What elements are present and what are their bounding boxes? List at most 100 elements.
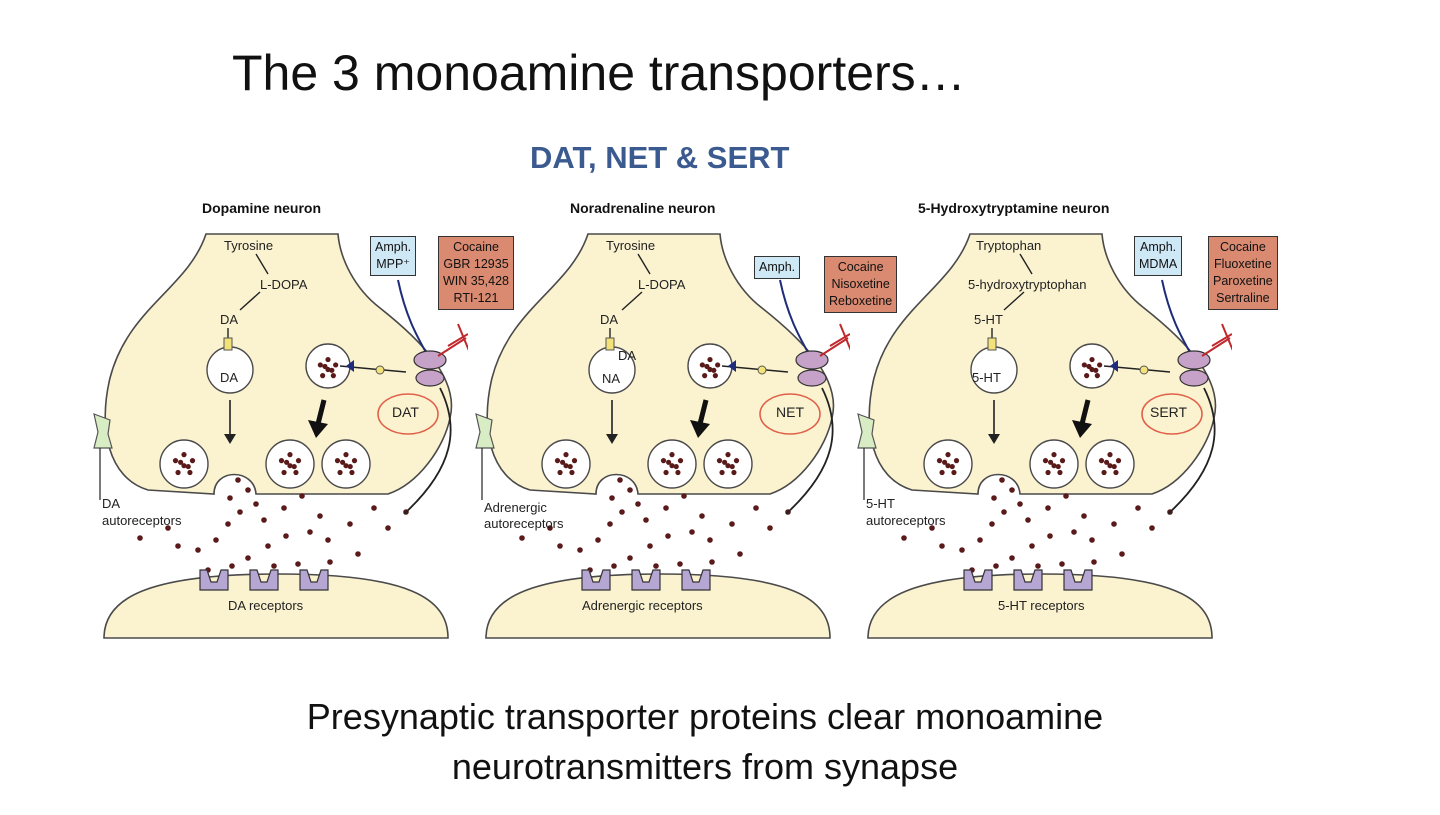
released-transmitter-dot <box>213 537 219 543</box>
transmitter-dot <box>293 469 299 476</box>
transmitter-dot <box>1051 463 1057 469</box>
released-transmitter-dot <box>1009 555 1015 561</box>
released-transmitter-dot <box>929 525 935 531</box>
inhibitor-4: RTI-121 <box>453 291 499 305</box>
synthesis-arrow <box>621 291 643 311</box>
postsynaptic-receptor <box>299 569 329 591</box>
slide-caption: Presynaptic transporter proteins clear m… <box>0 692 1410 792</box>
transmitter-dot <box>563 463 569 469</box>
released-transmitter-dot <box>577 547 583 553</box>
transmitter-dot <box>953 458 960 464</box>
released-transmitter-dot <box>237 509 243 515</box>
transmitter-dot <box>704 363 710 370</box>
transmitter-dot <box>707 356 713 363</box>
released-transmitter-dot <box>299 493 305 499</box>
released-transmitter-dot <box>1071 529 1077 535</box>
released-transmitter-dot <box>647 543 653 549</box>
intermediate-label: L-DOPA <box>638 277 686 292</box>
transmitter-dot <box>669 452 675 458</box>
transmitter-dot <box>1107 463 1113 469</box>
inhibition-arrow <box>819 337 849 357</box>
released-transmitter-dot <box>519 535 525 541</box>
transmitter-dot <box>945 452 951 458</box>
receptors-label: DA receptors <box>228 598 304 613</box>
released-transmitter-dot <box>1135 505 1141 511</box>
released-transmitter-dot <box>1081 513 1087 519</box>
released-transmitter-dot <box>175 543 181 549</box>
transmitter-dot <box>320 373 326 379</box>
released-transmitter-dot <box>959 547 965 553</box>
transporter-highlight <box>759 393 821 435</box>
released-transmitter-dot <box>1091 559 1097 565</box>
released-transmitter-dot <box>317 513 323 519</box>
transmitter-dot <box>322 363 328 370</box>
released-transmitter-dot <box>371 505 377 511</box>
transmitter-dot <box>669 463 675 469</box>
transmitter-dot <box>291 463 297 470</box>
refill-arrow <box>697 399 709 425</box>
transmitter-dot <box>1081 362 1087 368</box>
released-transmitter-dot <box>1111 521 1117 527</box>
released-transmitter-dot <box>1047 533 1053 539</box>
released-transmitter-dot <box>271 563 277 569</box>
inhibition-arrow <box>1201 337 1231 357</box>
released-transmitter-dot <box>709 559 715 565</box>
postsynaptic-receptor <box>1063 569 1093 591</box>
postsynaptic-receptor <box>963 569 993 591</box>
transmitter-dot <box>1097 362 1103 368</box>
vesicle-pump <box>987 337 997 351</box>
vesicle-label: DA <box>618 348 637 363</box>
released-transmitter-dot <box>1089 537 1095 543</box>
transmitter-dot <box>1089 356 1095 363</box>
released-transmitter-dot <box>281 505 287 511</box>
autoreceptor-label-2: autoreceptors <box>484 516 564 531</box>
postsynaptic-receptor <box>581 569 611 591</box>
inhibitor-2: GBR 12935 <box>443 257 509 271</box>
transporter-highlight <box>1141 393 1203 435</box>
inhibition-arrow <box>437 337 467 357</box>
transmitter-dot <box>673 463 679 470</box>
substrate-box: Amph. MPP⁺ <box>370 236 417 276</box>
released-transmitter-dot <box>1017 501 1023 507</box>
transmitter-dot <box>330 373 336 379</box>
transmitter-dot <box>733 458 740 464</box>
caption-line-1: Presynaptic transporter proteins clear m… <box>306 696 1104 737</box>
released-transmitter-dot <box>699 513 705 519</box>
released-transmitter-dot <box>253 501 259 507</box>
reuptake-marker <box>375 365 385 375</box>
released-transmitter-dot <box>653 563 659 569</box>
transmitter-dot <box>729 463 735 470</box>
inhibitor-3: Reboxetine <box>829 294 893 308</box>
refill-arrow-head <box>690 420 710 438</box>
released-transmitter-dot <box>729 521 735 527</box>
membrane-outline <box>1167 387 1216 515</box>
autoreceptor-label-2: autoreceptors <box>866 513 946 528</box>
transmitter-dot <box>722 459 728 465</box>
refill-arrow <box>315 399 327 425</box>
transmitter-dot <box>333 362 339 368</box>
transporter-highlight <box>377 393 439 435</box>
slide-title: The 3 monoamine transporters… <box>232 45 966 101</box>
intermediate-label: L-DOPA <box>260 277 308 292</box>
substrate-1: Amph. <box>1140 240 1177 254</box>
substrate-line <box>779 279 811 357</box>
refill-arrow-head <box>308 420 328 438</box>
released-transmitter-dot <box>1059 561 1065 567</box>
released-transmitter-dot <box>939 543 945 549</box>
transmitter-dot <box>172 458 179 464</box>
inhibitor-box: Cocaine Nisoxetine Reboxetine <box>824 256 898 313</box>
transmitter-dot <box>340 459 346 465</box>
transmitter-dot <box>1048 459 1054 465</box>
transmitter-dot <box>1094 373 1100 379</box>
released-transmitter-dot <box>1009 487 1015 493</box>
released-transmitter-dot <box>1149 525 1155 531</box>
substrate-2: MDMA <box>1139 257 1178 271</box>
transmitter-dot <box>731 469 737 476</box>
transmitter-dot <box>187 469 193 476</box>
synthesis-arrow <box>239 291 261 311</box>
released-transmitter-dot <box>557 543 563 549</box>
receptors-label: Adrenergic receptors <box>582 598 703 613</box>
released-transmitter-dot <box>1045 505 1051 511</box>
released-transmitter-dot <box>1063 493 1069 499</box>
released-transmitter-dot <box>327 559 333 565</box>
